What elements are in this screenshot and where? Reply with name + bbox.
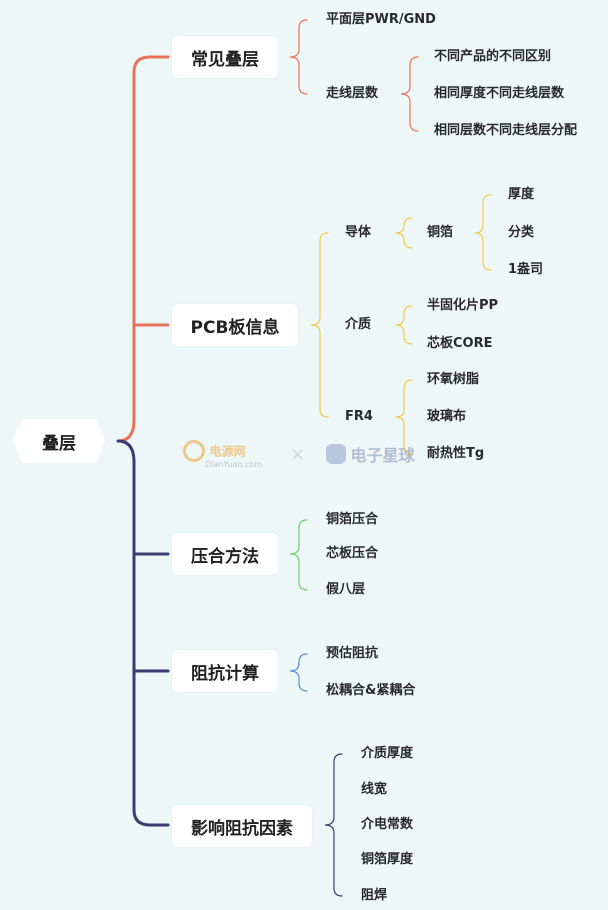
bracket-conductor xyxy=(395,217,413,249)
branch-label: PCB板信息 xyxy=(190,317,280,338)
leaf-node[interactable]: 介质厚度 xyxy=(361,746,414,761)
leaf-node[interactable]: 松耦合&紧耦合 xyxy=(326,683,416,698)
watermark-right-brand: 电子星球 xyxy=(350,446,415,465)
sub-node[interactable]: FR4 xyxy=(345,409,373,424)
leaf-node[interactable]: 玻璃布 xyxy=(427,409,467,424)
bracket-impedance-factors xyxy=(324,753,343,897)
bracket-trace-layers xyxy=(400,56,419,132)
bracket-pcb-info xyxy=(310,232,329,418)
branch-node-impedance-calc[interactable]: 阻抗计算 xyxy=(172,650,278,692)
sub-node[interactable]: 介质 xyxy=(345,317,372,332)
leaf-node[interactable]: 1盎司 xyxy=(508,262,544,277)
leaf-node[interactable]: 铜箔厚度 xyxy=(361,852,414,867)
branch-label: 影响阻抗因素 xyxy=(191,818,293,839)
bracket-lamination xyxy=(289,519,308,591)
watermark-right: 电子星球 xyxy=(326,442,414,466)
sub-node[interactable]: 走线层数 xyxy=(326,86,379,101)
bracket-common-stackup xyxy=(289,19,308,95)
leaf-node[interactable]: 相同层数不同走线层分配 xyxy=(434,123,578,138)
leaf-node[interactable]: 芯板压合 xyxy=(326,546,379,561)
leaf-node[interactable]: 预估阻抗 xyxy=(326,646,379,661)
root-node[interactable]: 叠层 xyxy=(13,419,105,463)
branch-node-lamination[interactable]: 压合方法 xyxy=(172,533,278,575)
leaf-node[interactable]: 耐热性Tg xyxy=(427,446,485,461)
watermark-separator: × xyxy=(290,444,306,465)
leaf-node[interactable]: 分类 xyxy=(508,225,535,240)
branch-node-pcb-info[interactable]: PCB板信息 xyxy=(172,304,298,346)
bracket-fr4 xyxy=(395,379,413,455)
leaf-node[interactable]: 厚度 xyxy=(508,187,535,202)
root-connector-1 xyxy=(116,55,170,443)
leaf-node[interactable]: 阻焊 xyxy=(361,888,388,903)
leaf-node[interactable]: 不同产品的不同区别 xyxy=(434,49,552,64)
leaf-node[interactable]: 平面层PWR/GND xyxy=(326,12,436,27)
bracket-copper-foil xyxy=(474,194,492,271)
watermark-left: 电源网 DianYuan.com xyxy=(183,440,262,469)
leaf-node[interactable]: 介电常数 xyxy=(361,817,414,832)
watermark-left-brand: 电源网 xyxy=(209,444,246,459)
leaf-node[interactable]: 线宽 xyxy=(361,782,388,797)
leaf-node[interactable]: 假八层 xyxy=(326,582,366,597)
branch-node-common-stackup[interactable]: 常见叠层 xyxy=(172,36,278,78)
sub-node[interactable]: 导体 xyxy=(345,225,372,240)
leaf-node[interactable]: 铜箔压合 xyxy=(326,512,379,527)
leaf-node[interactable]: 芯板CORE xyxy=(427,336,493,351)
bracket-impedance-calc xyxy=(289,653,308,692)
leaf-node[interactable]: 半固化片PP xyxy=(427,298,499,313)
branch-node-impedance-factors[interactable]: 影响阻抗因素 xyxy=(172,805,312,847)
root-label: 叠层 xyxy=(42,433,76,454)
leaf-node[interactable]: 相同厚度不同走线层数 xyxy=(434,86,565,101)
planet-robot-icon xyxy=(326,444,346,464)
branch-label: 阻抗计算 xyxy=(191,663,259,684)
leaf-node[interactable]: 环氧树脂 xyxy=(427,372,480,387)
watermark-left-sub: DianYuan.com xyxy=(205,460,262,469)
dianyuan-logo-icon xyxy=(183,440,205,462)
bracket-dielectric xyxy=(395,305,413,345)
root-connector-5 xyxy=(116,439,170,827)
branch-label: 压合方法 xyxy=(191,546,259,567)
branch-label: 常见叠层 xyxy=(191,49,259,70)
sub-node[interactable]: 铜箔 xyxy=(427,225,454,240)
